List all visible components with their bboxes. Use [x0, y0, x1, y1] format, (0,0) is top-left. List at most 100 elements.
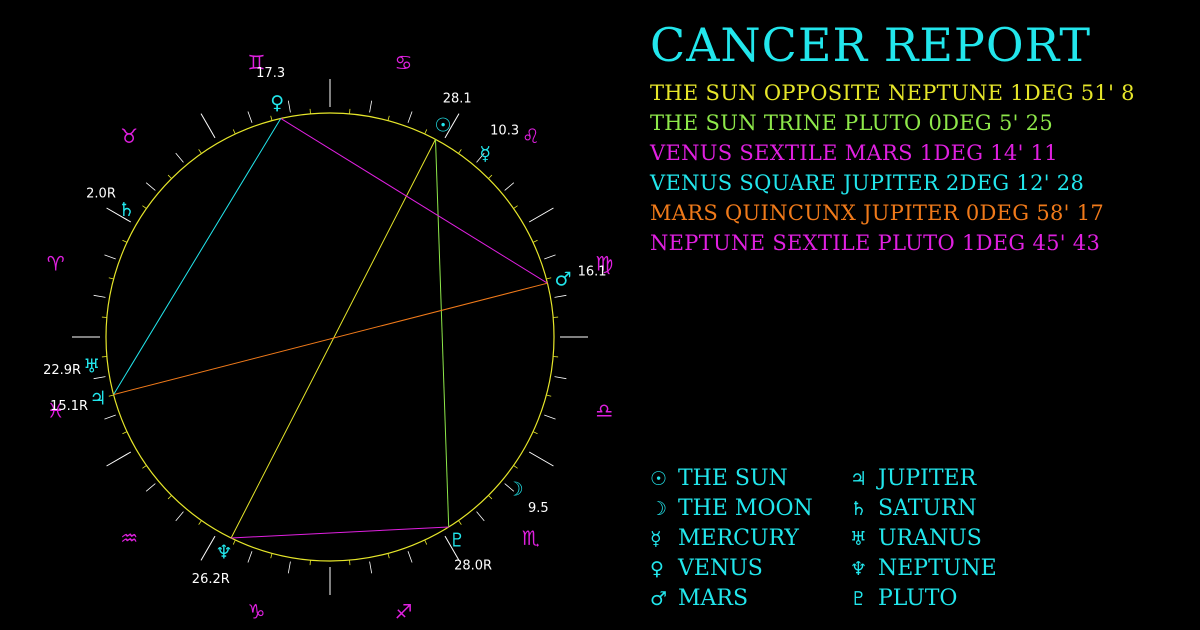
sign-gemini-icon: ♊: [248, 51, 266, 75]
jupiter-icon: ♃: [90, 388, 107, 410]
wheel-tick: [270, 553, 273, 559]
moon-degree-label: 9.5: [528, 501, 549, 516]
aspect-line-sun-pluto: [435, 139, 450, 527]
sign-sagittarius-icon: ♐: [395, 599, 413, 623]
wheel-tick: [407, 111, 413, 123]
uranus-icon: ♅: [850, 528, 868, 550]
wheel-tick: [247, 111, 253, 123]
sun-icon: ☉: [435, 114, 452, 136]
wheel-tick: [232, 129, 236, 135]
wheel-tick: [198, 149, 202, 154]
wheel-tick: [108, 394, 114, 397]
sign-aquarius-icon: ♒: [120, 526, 138, 550]
jupiter-icon: ♃: [850, 468, 868, 490]
wheel-tick: [122, 239, 128, 243]
wheel-tick: [513, 205, 518, 209]
uranus-degree-label: 22.9R: [43, 363, 81, 378]
planet-glyphs: ☉28.1☽9.5☿10.3♀17.3♂16.1♃15.1R♄2.0R♅22.9…: [43, 66, 606, 587]
legend-label: THE MOON: [678, 496, 813, 521]
wheel-tick: [93, 376, 106, 380]
wheel-tick: [93, 294, 106, 298]
aspect-item: THE SUN TRINE PLUTO 0DEG 5' 25: [650, 111, 1053, 135]
legend-item-the-moon: ☽ THE MOON: [650, 496, 813, 521]
wheel-tick: [142, 205, 147, 209]
wheel-tick: [528, 207, 554, 223]
sign-capricorn-icon: ♑: [248, 599, 266, 623]
aspect-item: VENUS SQUARE JUPITER 2DEG 12' 28: [650, 171, 1085, 195]
sign-aries-icon: ♈: [47, 251, 65, 275]
legend-item-mars: ♂MARS: [650, 586, 748, 611]
aspect-line-venus-jupiter: [113, 118, 282, 395]
wheel-ticks: [72, 79, 588, 595]
sign-libra-icon: ♎: [595, 399, 613, 423]
zodiac-sign-glyphs: ♈♉♊♋♌♍♎♏♐♑♒♓: [47, 51, 614, 624]
aspect-line-neptune-pluto: [231, 526, 449, 539]
aspect-item: VENUS SEXTILE MARS 1DEG 14' 11: [650, 141, 1058, 165]
aspect-line-mars-jupiter: [113, 282, 548, 396]
legend-item-mercury: ☿MERCURY: [650, 526, 799, 551]
wheel-tick: [106, 451, 132, 467]
neptune-degree-label: 26.2R: [192, 572, 230, 587]
uranus-icon: ♅: [83, 356, 100, 378]
jupiter-degree-label: 15.1R: [50, 399, 88, 414]
legend-label: THE SUN: [678, 466, 788, 491]
wheel-tick: [232, 539, 236, 545]
legend-label: JUPITER: [878, 466, 977, 491]
wheel-tick: [108, 277, 114, 280]
neptune-icon: ♆: [850, 558, 868, 580]
legend-label: VENUS: [678, 556, 763, 581]
venus-icon: ♀: [650, 558, 664, 580]
wheel-tick: [287, 561, 291, 574]
aspect-item: MARS QUINCUNX JUPITER 0DEG 58' 17: [650, 201, 1105, 225]
wheel-tick: [504, 483, 515, 492]
wheel-tick: [104, 414, 116, 420]
mars-icon: ♂: [650, 588, 668, 610]
wheel-tick: [444, 535, 460, 561]
moon-icon: ☽: [650, 498, 668, 520]
wheel-tick: [444, 113, 460, 139]
pluto-icon: ♇: [449, 530, 466, 552]
wheel-tick: [513, 465, 518, 469]
legend-item-jupiter: ♃ JUPITER: [850, 466, 976, 491]
wheel-tick: [106, 207, 132, 223]
saturn-degree-label: 2.0R: [86, 186, 116, 201]
wheel-tick: [145, 182, 156, 191]
wheel-tick: [247, 551, 253, 563]
aspect-line-sun-neptune: [230, 139, 436, 539]
legend-label: SATURN: [878, 496, 977, 521]
legend-label: MERCURY: [678, 526, 799, 551]
wheel-tick: [532, 431, 538, 435]
wheel-tick: [528, 451, 554, 467]
legend-label: URANUS: [878, 526, 982, 551]
wheel-tick: [458, 149, 462, 154]
legend-item-the-sun: ☉THE SUN: [650, 466, 788, 491]
sign-scorpio-icon: ♏: [522, 526, 540, 550]
sign-virgo-icon: ♍: [595, 251, 613, 275]
sun-degree-label: 28.1: [443, 91, 472, 106]
report-title: CANCER REPORT: [650, 18, 1092, 72]
wheel-tick: [554, 294, 567, 298]
wheel-tick: [198, 520, 202, 525]
wheel-tick: [424, 129, 428, 135]
wheel-circle: [105, 112, 555, 562]
wheel-tick: [544, 254, 556, 260]
wheel-tick: [488, 495, 493, 500]
venus-degree-label: 17.3: [256, 66, 285, 81]
legend-label: NEPTUNE: [878, 556, 997, 581]
wheel-tick: [175, 511, 184, 522]
wheel-tick: [287, 100, 291, 113]
wheel-tick: [167, 174, 172, 179]
saturn-icon: ♄: [118, 199, 135, 221]
wheel-tick: [544, 414, 556, 420]
mars-icon: ♂: [554, 268, 571, 290]
mars-degree-label: 16.1: [578, 265, 607, 280]
sign-pisces-icon: ♓: [47, 399, 65, 423]
sign-taurus-icon: ♉: [120, 124, 138, 148]
wheel-tick: [387, 553, 390, 559]
wheel-tick: [369, 100, 373, 113]
aspect-item: THE SUN OPPOSITE NEPTUNE 1DEG 51' 8: [650, 81, 1135, 105]
aspect-list: THE SUN OPPOSITE NEPTUNE 1DEG 51' 8 THE S…: [650, 78, 1135, 258]
mercury-degree-label: 10.3: [490, 124, 519, 139]
legend-item-saturn: ♄SATURN: [850, 496, 977, 521]
legend-item-venus: ♀ VENUS: [650, 556, 763, 581]
